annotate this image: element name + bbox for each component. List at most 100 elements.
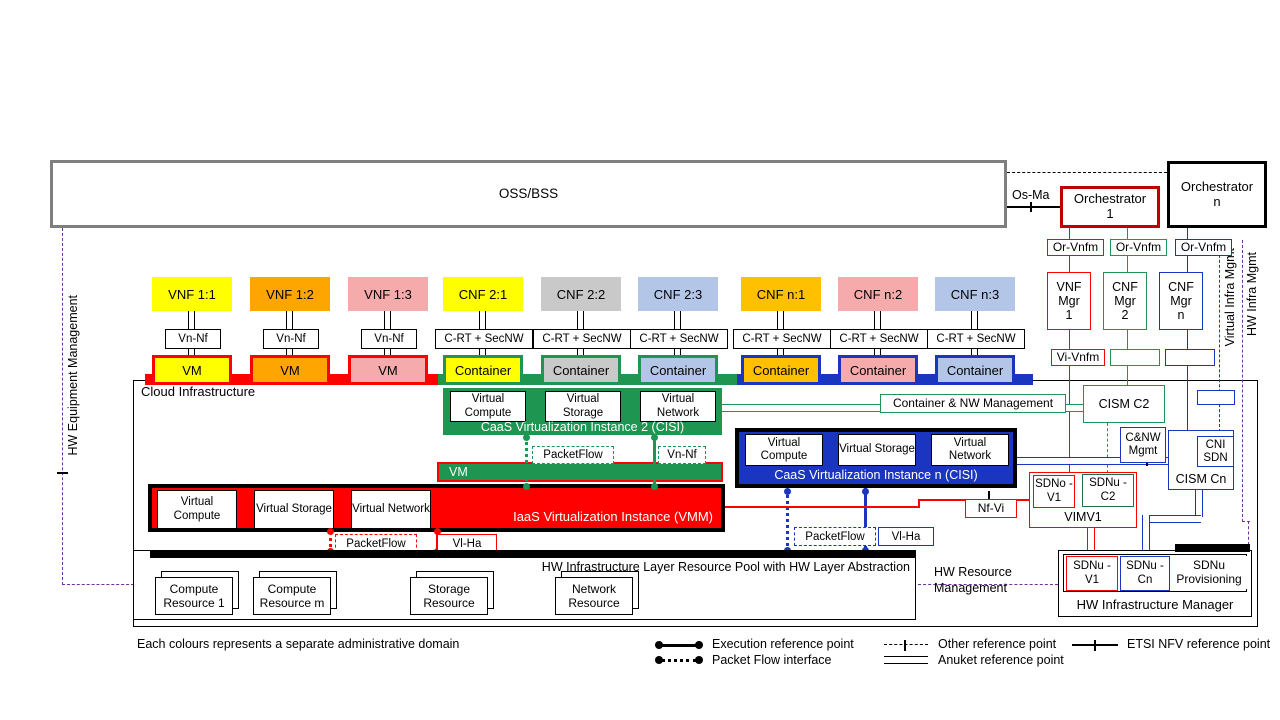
vm-box: VM — [250, 355, 330, 385]
sdnu-provisioning-box: SDNu Provisioning — [1171, 556, 1247, 589]
sdnu-c2-box: SDNu -C2 — [1082, 474, 1134, 507]
cni-sdn-box: CNI SDN — [1197, 436, 1234, 467]
sdno-v1-box: SDNo -V1 — [1033, 475, 1075, 508]
hw-equipment-mgmt-line — [62, 228, 63, 585]
orchestrator-n-box: Orchestrator n — [1167, 161, 1267, 228]
packetflow-label-green: PacketFlow — [532, 446, 614, 464]
caas-cisi-n-box: Virtual Compute Virtual Storage Virtual … — [735, 428, 1017, 488]
virtual-storage-box: Virtual Storage — [838, 434, 916, 466]
packetflow-line-green — [525, 437, 528, 487]
column-vnf-1-1: VNF 1:1 Vn-Nf VM — [152, 277, 232, 385]
virtual-infra-mgmt-label: Virtual Infra Mgmt — [1223, 248, 1237, 347]
container-box: Container — [741, 355, 821, 385]
orchestrator-1-box: Orchestrator 1 — [1060, 186, 1160, 228]
empty-ref-box-blue — [1165, 349, 1215, 366]
execution-line-green — [653, 437, 656, 487]
anuket-legend-label: Anuket reference point — [938, 653, 1064, 667]
c-rt-secnw-label: C-RT + SecNW — [733, 329, 831, 349]
endpoint-dot — [655, 656, 663, 664]
column-cnf-n-1: CNF n:1 C-RT + SecNW Container — [733, 277, 831, 385]
vm-box: VM — [152, 355, 232, 385]
vnf-box: VNF 1:1 — [152, 277, 232, 311]
hw-infrastructure-manager-box: SDNu -V1 SDNu -Cn SDNu Provisioning HW I… — [1058, 550, 1252, 617]
container-box: Container — [443, 355, 523, 385]
oss-bss-box: OSS/BSS — [50, 160, 1007, 228]
execution-legend-line — [659, 644, 699, 647]
column-cnf-2-1: CNF 2:1 C-RT + SecNW Container — [435, 277, 533, 385]
vnf-box: VNF 1:3 — [348, 277, 428, 311]
resource-label: Storage Resource — [410, 577, 488, 615]
vm-box: VM — [348, 355, 428, 385]
cnf-mgr-n-box: CNF Mgr n — [1159, 272, 1203, 330]
resource-label: Compute Resource m — [253, 577, 331, 615]
c-rt-secnw-label: C-RT + SecNW — [435, 329, 533, 349]
hw-resource-mgmt-label: HW Resource Management — [934, 565, 1012, 595]
cnf-box: CNF n:1 — [741, 277, 821, 311]
green-dashed-line-cismc2-sdnuc2 — [1107, 423, 1108, 473]
vn-nf-label: Vn-Nf — [361, 329, 417, 349]
cnf-mgr-2-box: CNF Mgr 2 — [1103, 272, 1147, 330]
cloud-infrastructure-title: Cloud Infrastructure — [141, 384, 256, 399]
container-box: Container — [838, 355, 918, 385]
hw-equipment-mgmt-label: HW Equipment Management — [66, 295, 80, 456]
empty-ref-box-green — [1110, 349, 1160, 366]
column-cnf-2-2: CNF 2:2 C-RT + SecNW Container — [533, 277, 631, 385]
virtual-storage-box: Virtual Storage — [545, 391, 621, 422]
cnf-box: CNF 2:3 — [638, 277, 718, 311]
endpoint-dot — [651, 483, 658, 490]
endpoint-dot — [523, 483, 530, 490]
nf-vi-label: Nf-Vi — [965, 499, 1017, 518]
column-cnf-2-3: CNF 2:3 C-RT + SecNW Container — [630, 277, 728, 385]
or-vnfm-label-red: Or-Vnfm — [1047, 239, 1104, 256]
endpoint-dot — [784, 488, 791, 495]
endpoint-dot — [434, 528, 441, 535]
sdnu-v1-box: SDNu -V1 — [1066, 556, 1118, 591]
empty-ref-box-blue-small — [1197, 390, 1235, 405]
execution-legend-label: Execution reference point — [712, 637, 854, 651]
vnf-box: VNF 1:2 — [250, 277, 330, 311]
cism-c2-box: CISM C2 — [1083, 385, 1165, 423]
other-ref-legend-line — [884, 644, 928, 645]
cnf-box: CNF 2:2 — [541, 277, 621, 311]
execution-line-blue — [864, 488, 867, 551]
resource-label: Compute Resource 1 — [155, 577, 233, 615]
caas-cisi-2-label: CaaS Virtualization Instance 2 (CISI) — [480, 420, 685, 434]
endpoint-dot — [651, 434, 658, 441]
anuket-line-red-vimv1-sdnuv1 — [1087, 528, 1095, 552]
cnf-box: CNF n:3 — [935, 277, 1015, 311]
or-vnfm-label-green: Or-Vnfm — [1110, 239, 1167, 256]
vn-nf-label-green: Vn-Nf — [658, 446, 706, 464]
container-box: Container — [935, 355, 1015, 385]
c-rt-secnw-label: C-RT + SecNW — [533, 329, 631, 349]
vnf-mgr-1-box: VNF Mgr 1 — [1047, 272, 1091, 330]
etsi-legend-label: ETSI NFV reference point — [1127, 637, 1271, 651]
endpoint-dot — [523, 434, 530, 441]
hw-equipment-mgmt-line-horizontal — [62, 584, 134, 585]
anuket-line-blue-cismcn-2 — [1142, 515, 1201, 523]
nf-vi-line-jog — [918, 499, 920, 508]
cnf-box: CNF 2:1 — [443, 277, 523, 311]
network-resource: Network Resource — [555, 571, 639, 615]
etsi-tick — [904, 640, 906, 651]
resource-label: Network Resource — [555, 577, 633, 615]
endpoint-dot — [862, 488, 869, 495]
legend-caption: Each colours represents a separate admin… — [137, 637, 460, 651]
anuket-line-blue-cismcn-1 — [1195, 490, 1203, 517]
storage-resource: Storage Resource — [410, 571, 494, 615]
etsi-tick — [1030, 201, 1032, 212]
virtual-compute-box: Virtual Compute — [450, 391, 526, 422]
compute-resource-m: Compute Resource m — [253, 571, 337, 615]
column-cnf-n-2: CNF n:2 C-RT + SecNW Container — [830, 277, 928, 385]
other-ref-line-ossbss-orchestrator-n — [1007, 172, 1167, 173]
endpoint-dot — [695, 656, 703, 664]
vi-vnfm-label: Vi-Vnfm — [1051, 349, 1105, 366]
virtual-compute-box: Virtual Compute — [745, 434, 823, 466]
cnw-mgmt-box: C&NW Mgmt — [1120, 427, 1166, 463]
hw-abstraction-bar — [150, 551, 915, 558]
vimv1-label: VIMV1 — [1064, 510, 1102, 524]
vm-bar: VM — [437, 462, 723, 482]
hw-infrastructure-manager-label: HW Infrastructure Manager — [1076, 597, 1234, 612]
other-ref-legend-label: Other reference point — [938, 637, 1057, 651]
virtual-infra-mgmt-line — [1219, 240, 1220, 437]
